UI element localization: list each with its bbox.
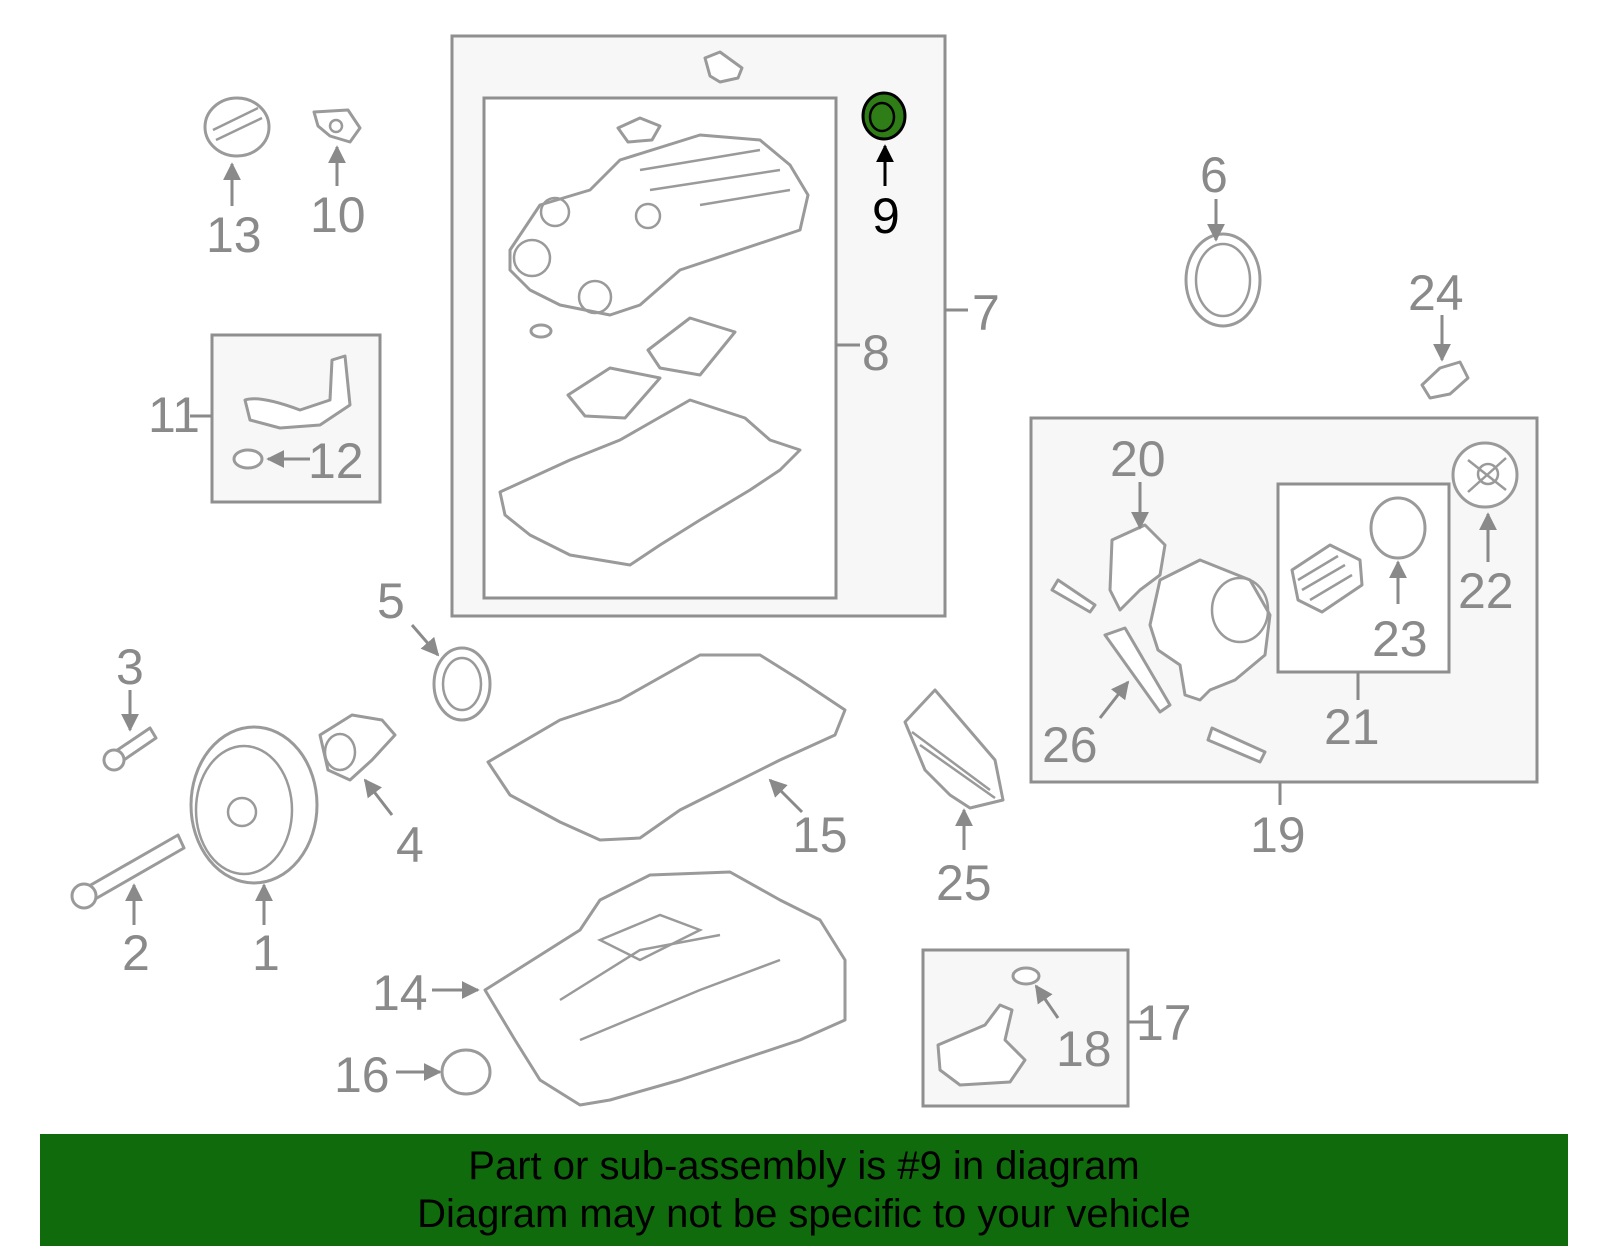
valve-cover-part[interactable] (508, 116, 810, 317)
callout-3[interactable]: 3 (116, 639, 144, 695)
callout-1[interactable]: 1 (252, 925, 280, 981)
callout-26[interactable]: 26 (1042, 717, 1098, 773)
callout-labels: 13 10 9 7 8 6 24 11 12 20 22 23 26 21 19… (116, 147, 1514, 1103)
oil-pressure-sensor-part[interactable] (1420, 360, 1470, 400)
oil-pan-part[interactable] (483, 870, 847, 1107)
callout-20[interactable]: 20 (1110, 431, 1166, 487)
pulley-small-bolt-part[interactable] (102, 726, 158, 772)
callout-25[interactable]: 25 (936, 855, 992, 911)
spark-plug-gasket-a-part[interactable] (646, 316, 737, 377)
valve-cover-clip-part[interactable] (703, 50, 744, 84)
crankshaft-pulley-part[interactable] (189, 725, 319, 885)
valve-cover-gasket-part[interactable] (498, 398, 802, 567)
callout-13[interactable]: 13 (206, 207, 262, 263)
housing-gasket-part[interactable] (1103, 626, 1172, 714)
callout-16[interactable]: 16 (334, 1047, 390, 1103)
filter-cap-o-ring-part[interactable] (1369, 496, 1427, 560)
crankshaft-seal-front-part[interactable] (432, 646, 492, 722)
oil-level-sensor-part[interactable] (936, 1003, 1027, 1087)
callout-21[interactable]: 21 (1324, 699, 1380, 755)
oil-drain-plug-part[interactable] (440, 1048, 492, 1096)
oil-cooler-part[interactable] (903, 688, 1005, 810)
leader-arrows (121, 144, 1497, 1081)
callout-7[interactable]: 7 (972, 285, 1000, 341)
housing-long-bolt-part[interactable] (1206, 726, 1267, 764)
banner-line-1: Part or sub-assembly is #9 in diagram (468, 1144, 1140, 1188)
callout-11[interactable]: 11 (148, 387, 200, 443)
callout-2[interactable]: 2 (122, 925, 150, 981)
callout-22[interactable]: 22 (1458, 563, 1514, 619)
callout-5[interactable]: 5 (377, 573, 405, 629)
spark-plug-gasket-b-part[interactable] (566, 366, 662, 420)
cover-small-o-ring-part[interactable] (529, 323, 553, 339)
oil-filler-cap-part[interactable] (203, 96, 271, 158)
callout-23[interactable]: 23 (1372, 611, 1428, 667)
sensor-o-ring-part[interactable] (1011, 966, 1041, 986)
callout-10[interactable]: 10 (310, 187, 366, 243)
info-banner: Part or sub-assembly is #9 in diagram Di… (40, 1134, 1568, 1246)
housing-bolt-part[interactable] (1050, 578, 1097, 614)
callout-12[interactable]: 12 (308, 433, 364, 489)
crankshaft-hub-part[interactable] (318, 713, 397, 782)
callout-8[interactable]: 8 (862, 325, 890, 381)
callout-9[interactable]: 9 (872, 188, 900, 244)
hose-o-ring-part[interactable] (232, 448, 264, 470)
crankshaft-seal-rear-part[interactable] (1184, 232, 1262, 328)
small-gasket-part[interactable] (312, 108, 362, 144)
oil-filter-cap-part[interactable] (1451, 441, 1519, 509)
callout-14[interactable]: 14 (372, 965, 428, 1021)
pulley-long-bolt-part[interactable] (70, 833, 186, 910)
oil-pan-gasket-part[interactable] (486, 653, 847, 842)
oil-filter-element-part[interactable] (1290, 543, 1364, 614)
callout-19[interactable]: 19 (1250, 807, 1306, 863)
callout-15[interactable]: 15 (792, 807, 848, 863)
oil-filter-housing-part[interactable] (1148, 558, 1272, 702)
callout-24[interactable]: 24 (1408, 265, 1464, 321)
callout-4[interactable]: 4 (396, 817, 424, 873)
highlighted-seal-part-9[interactable] (861, 91, 907, 141)
callout-18[interactable]: 18 (1056, 1021, 1112, 1077)
callout-17[interactable]: 17 (1136, 995, 1192, 1051)
banner-line-2: Diagram may not be specific to your vehi… (417, 1192, 1191, 1236)
crankcase-hose-part[interactable] (243, 354, 352, 430)
callout-6[interactable]: 6 (1200, 147, 1228, 203)
